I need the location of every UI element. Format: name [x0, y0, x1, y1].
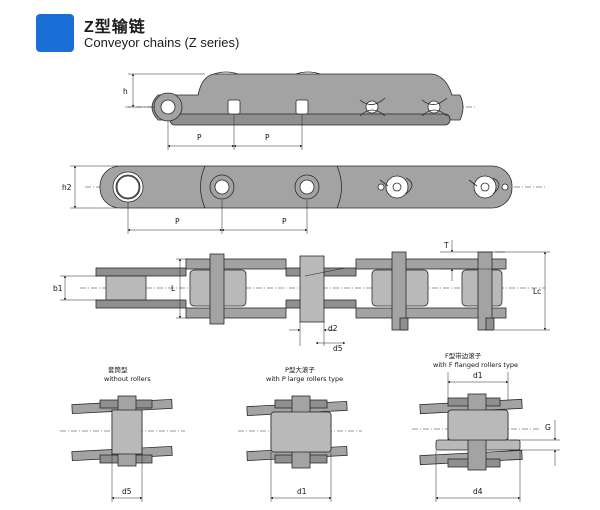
dim-b1: b1 — [53, 284, 63, 293]
center-pin — [299, 255, 325, 323]
blue-badge-icon — [36, 14, 74, 52]
cotter-pin-icon — [377, 175, 413, 199]
dim-l: L — [171, 284, 176, 293]
dim-d5: d5 — [122, 487, 132, 496]
variant-without-rollers: 套筒型 without rollers d5 — [60, 365, 185, 502]
dim-h: h — [123, 87, 128, 96]
variant-f-flanged-rollers: F型带边滚子 with F flanged rollers type d1 G … — [412, 351, 560, 502]
dim-h2: h2 — [62, 183, 72, 192]
caption-f-type-en: with F flanged rollers type — [433, 361, 518, 369]
title-chinese: Z型输链 — [84, 19, 146, 36]
dim-lc: Lc — [533, 287, 541, 296]
title-english: Conveyor chains (Z series) — [84, 35, 240, 50]
dim-d5-top: d5 — [333, 344, 343, 353]
dim-p-1: P — [197, 133, 202, 142]
cotter-pin-icon — [421, 97, 448, 117]
caption-without-rollers-zh: 套筒型 — [108, 365, 128, 374]
dim-p-4: P — [282, 217, 287, 226]
dim-d2: d2 — [328, 324, 338, 333]
side-view-plain: h2 P P — [62, 165, 545, 234]
variant-p-large-rollers: P型大滚子 with P large rollers type d1 — [238, 365, 362, 502]
caption-p-type-zh: P型大滚子 — [285, 365, 315, 374]
caption-without-rollers-en: without rollers — [104, 375, 151, 383]
dim-d4: d4 — [473, 487, 483, 496]
dim-p-3: P — [175, 217, 180, 226]
dim-g: G — [545, 423, 551, 432]
header: Z型输链 Conveyor chains (Z series) — [0, 0, 600, 60]
side-view-attachments: h P P — [123, 71, 475, 150]
dim-d1-p: d1 — [297, 487, 307, 496]
cotter-pin-icon — [468, 175, 509, 199]
dim-d1-f: d1 — [473, 371, 483, 380]
dim-t: T — [443, 241, 449, 250]
top-view: b1 L T Lc d2 d5 — [53, 240, 550, 353]
caption-f-type-zh: F型带边滚子 — [445, 351, 482, 360]
caption-p-type-en: with P large rollers type — [266, 375, 343, 383]
cotter-pin-icon — [359, 97, 386, 117]
dim-p-2: P — [265, 133, 270, 142]
